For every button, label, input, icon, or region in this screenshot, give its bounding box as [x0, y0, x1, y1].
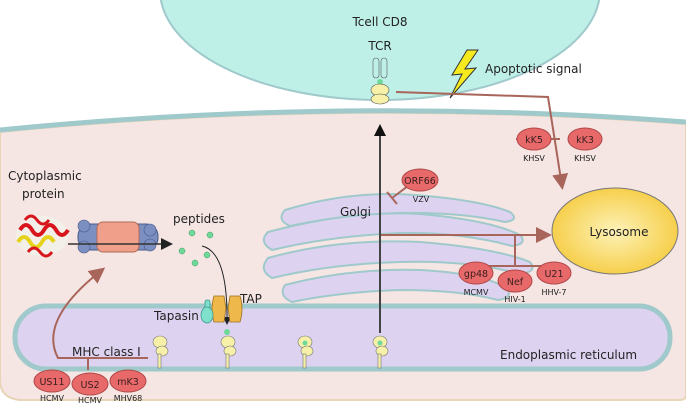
svg-text:kK3: kK3	[576, 135, 594, 146]
tcr-to-lysosome-arrow	[395, 91, 569, 190]
svg-text:gp48: gp48	[464, 269, 488, 280]
apoptotic-label: Apoptotic signal	[485, 62, 582, 76]
svg-text:HCMV: HCMV	[78, 396, 103, 405]
svg-text:VZV: VZV	[413, 195, 430, 204]
svg-text:U21: U21	[544, 269, 563, 280]
svg-text:HHV-7: HHV-7	[541, 288, 566, 297]
er-label: Endoplasmic reticulum	[500, 348, 637, 362]
peptides	[178, 229, 214, 267]
cell-membrane	[0, 108, 686, 133]
svg-text:HCMV: HCMV	[40, 394, 65, 403]
svg-text:mK3: mK3	[117, 377, 139, 388]
svg-text:KHSV: KHSV	[523, 154, 545, 163]
tapasin-label: Tapasin	[153, 309, 199, 323]
tap-label: TAP	[239, 292, 262, 306]
svg-text:US2: US2	[80, 380, 99, 391]
svg-text:KHSV: KHSV	[574, 154, 596, 163]
peptides-label: peptides	[173, 212, 225, 226]
golgi-label: Golgi	[340, 205, 371, 219]
tap-transporter	[211, 295, 243, 323]
svg-text:MHV68: MHV68	[114, 394, 143, 403]
tcr-label: TCR	[367, 39, 391, 53]
svg-text:ORF66: ORF66	[404, 176, 436, 187]
lightning-icon	[449, 49, 479, 99]
svg-text:Nef: Nef	[507, 277, 524, 288]
tcr-receptor	[370, 57, 390, 105]
svg-text:US11: US11	[39, 377, 64, 388]
mhc-label: MHC class I	[72, 345, 141, 359]
proteasome	[77, 219, 159, 254]
tcell-label: Tcell CD8	[351, 15, 407, 29]
svg-text:MCMV: MCMV	[464, 288, 489, 297]
svg-text:kK5: kK5	[525, 135, 543, 146]
er-degradation-arrow	[52, 267, 148, 359]
svg-text:HIV-1: HIV-1	[504, 295, 525, 304]
tapasin	[200, 299, 214, 324]
lysosome-label: Lysosome	[590, 225, 649, 239]
lysosome	[551, 187, 679, 275]
endoplasmic-reticulum	[12, 303, 673, 372]
protein-structure	[16, 214, 70, 258]
golgi	[262, 193, 534, 304]
